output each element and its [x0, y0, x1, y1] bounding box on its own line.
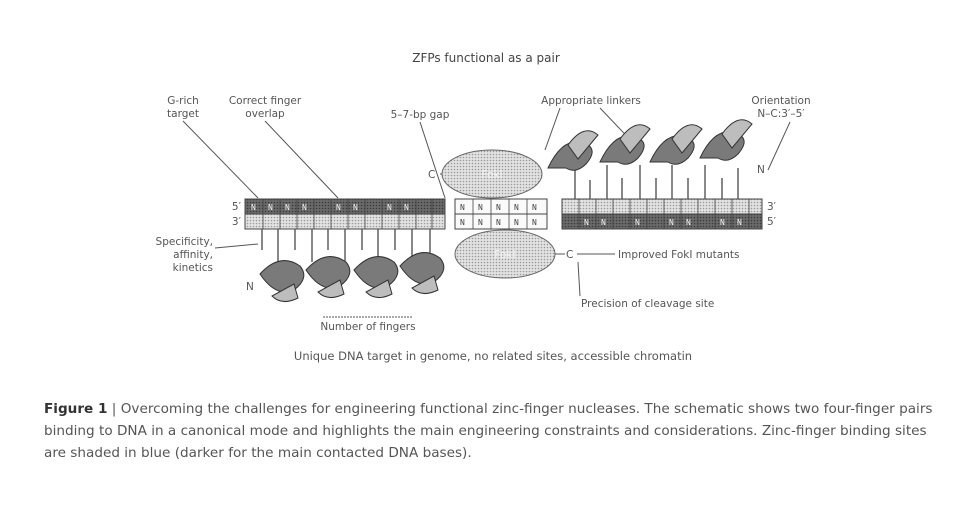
label-unique-dna: Unique DNA target in genome, no related …: [294, 349, 692, 363]
zinc-finger-ribbons-left: [259, 252, 445, 302]
base-letter: N: [669, 218, 674, 227]
zfn-schematic-diagram: ZFPs functional as a pair G-rich target …: [156, 51, 811, 363]
base-letter: N: [404, 203, 409, 212]
base-letter: N: [478, 218, 483, 227]
base-letter: N: [353, 203, 358, 212]
caption-text: Overcoming the challenges for engineerin…: [44, 401, 933, 461]
caption-separator: |: [111, 401, 117, 417]
caption-heading: Figure 1: [44, 401, 108, 417]
base-letter: N: [635, 218, 640, 227]
label-specificity-2: affinity,: [173, 249, 213, 261]
label-linkers: Appropriate linkers: [541, 95, 641, 107]
dna-left-block: N N N N N N N N: [244, 198, 446, 230]
base-letter: N: [285, 203, 290, 212]
label-g-rich-1: G-rich: [167, 95, 199, 107]
base-letter: N: [737, 218, 742, 227]
base-letter: N: [584, 218, 589, 227]
label-orientation-1: Orientation: [751, 95, 810, 107]
strand-label-3: 3′: [232, 216, 242, 228]
label-correct-finger-1: Correct finger: [229, 95, 302, 107]
strand-label-right-5: 5′: [767, 216, 777, 228]
label-specificity-1: Specificity,: [156, 236, 213, 248]
label-specificity-3: kinetics: [173, 262, 213, 274]
base-letter: N: [387, 203, 392, 212]
base-letter: N: [514, 218, 519, 227]
label-improved-foki: Improved FokI mutants: [618, 249, 739, 261]
pointer-lines: [182, 107, 791, 297]
base-letter: N: [268, 203, 273, 212]
base-letter: N: [532, 203, 537, 212]
label-g-rich-2: target: [167, 108, 199, 120]
zinc-finger-array-right: [574, 165, 739, 199]
zinc-finger-ribbons-right: [547, 119, 753, 171]
base-letter: N: [496, 203, 501, 212]
base-letter: N: [460, 203, 465, 212]
c-terminus-top: C: [428, 169, 435, 181]
strand-label-5: 5′: [232, 201, 242, 213]
base-letter: N: [336, 203, 341, 212]
base-letter: N: [686, 218, 691, 227]
label-number-of-fingers: Number of fingers: [320, 321, 415, 333]
foki-bottom: FokI: [454, 229, 556, 279]
base-letter: N: [251, 203, 256, 212]
foki-top: FokI: [441, 149, 543, 199]
label-gap: 5–7-bp gap: [391, 109, 450, 121]
label-precision: Precision of cleavage site: [581, 298, 714, 310]
base-letter: N: [302, 203, 307, 212]
base-letter: N: [514, 203, 519, 212]
base-letter: N: [460, 218, 465, 227]
n-terminus-right: N: [757, 164, 765, 176]
figure-caption: Figure 1 | Overcoming the challenges for…: [44, 398, 934, 464]
base-letter: N: [601, 218, 606, 227]
label-correct-finger-2: overlap: [245, 108, 285, 120]
n-terminus-left: N: [246, 281, 254, 293]
base-letter: N: [532, 218, 537, 227]
base-letter: N: [478, 203, 483, 212]
diagram-title: ZFPs functional as a pair: [412, 51, 560, 65]
foki-bottom-label: FokI: [494, 249, 515, 261]
dna-gap-block: N N N N N N N N N N: [454, 198, 548, 230]
foki-top-label: FokI: [481, 169, 502, 181]
strand-label-right-3: 3′: [767, 201, 777, 213]
dna-right-block: N N N N N N N: [561, 198, 763, 230]
zinc-finger-array-left: [261, 229, 431, 262]
label-orientation-2: N–C:3′–5′: [757, 108, 805, 120]
base-letter: N: [496, 218, 501, 227]
base-letter: N: [720, 218, 725, 227]
c-terminus-bottom: C: [566, 249, 573, 261]
